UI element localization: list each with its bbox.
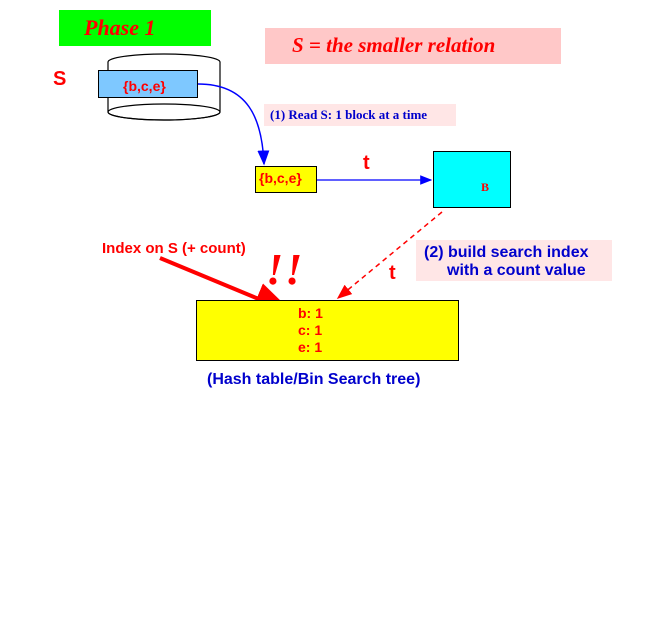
disk-block-box	[98, 70, 198, 98]
hash-caption: (Hash table/Bin Search tree)	[207, 371, 421, 388]
hash-entry: c: 1	[298, 322, 323, 338]
exclamation-mark: !!	[266, 245, 305, 294]
tuple-label-2: t	[389, 262, 396, 284]
hash-entries: b: 1 c: 1 e: 1	[298, 305, 323, 356]
step1-label: (1) Read S: 1 block at a time	[270, 107, 428, 122]
insert-arrow	[336, 211, 443, 299]
step2-line1: (2) build search index	[424, 244, 589, 261]
tuple-label-1: t	[363, 152, 370, 174]
buffer-box	[433, 151, 511, 208]
relation-note-box	[265, 28, 561, 64]
index-label: Index on S (+ count)	[102, 240, 246, 257]
hash-entry: b: 1	[298, 305, 323, 321]
step2-line2: with a count value	[447, 262, 586, 279]
read-arrow	[197, 83, 270, 166]
disk-block-label: {b,c,e}	[123, 78, 166, 94]
step1-box	[264, 104, 456, 126]
buffer-symbol: B	[481, 180, 490, 194]
hash-table-box	[196, 300, 459, 361]
relation-symbol: S	[53, 68, 67, 90]
step2-box	[416, 240, 612, 281]
buffer-block-box	[255, 166, 317, 193]
relation-note: S = the smaller relation	[292, 33, 496, 57]
hash-entry: e: 1	[298, 339, 323, 355]
phase-title: Phase 1	[84, 15, 156, 40]
buffer-block-label: {b,c,e}	[259, 170, 302, 186]
phase-box	[59, 10, 211, 46]
